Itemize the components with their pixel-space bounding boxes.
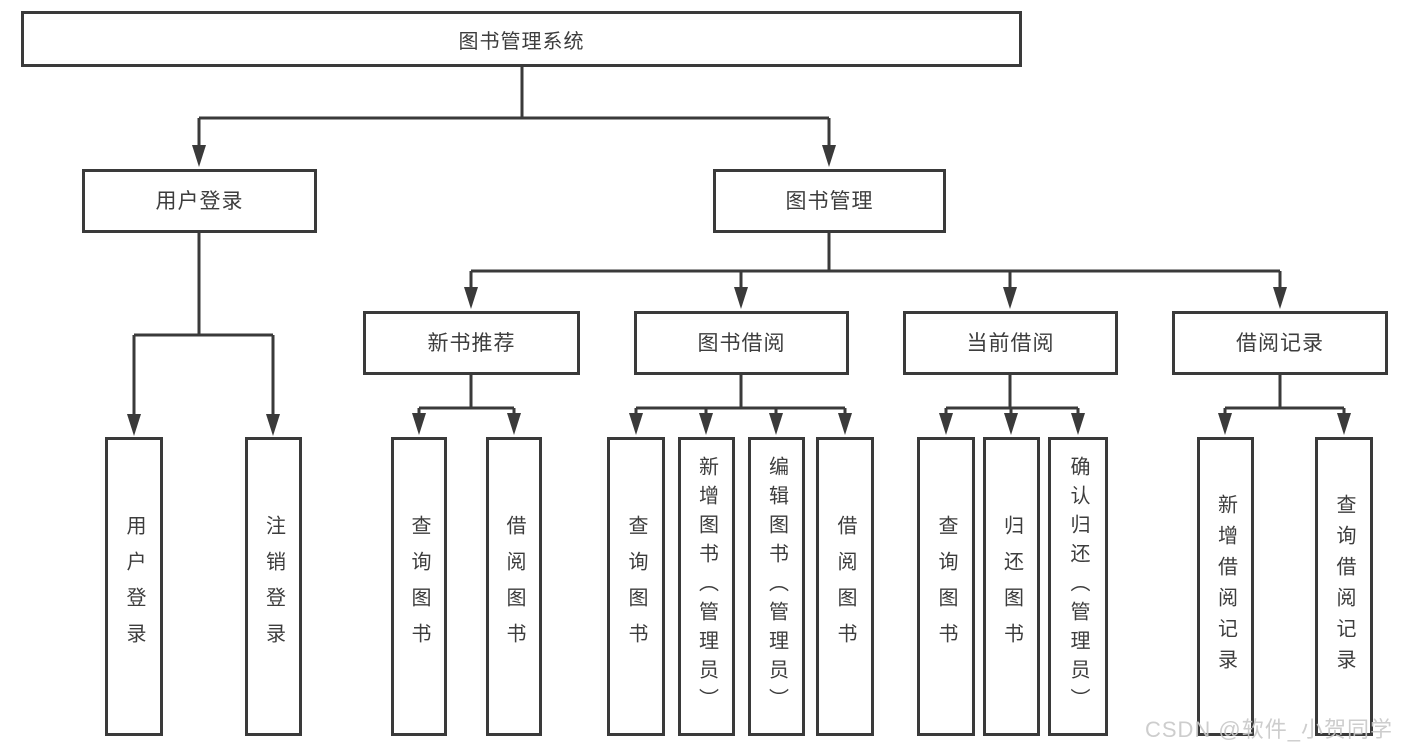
leaf-label: 借阅图书 xyxy=(503,514,525,659)
arrow-down-icon xyxy=(507,413,521,435)
leaf-search-books: 查询图书 xyxy=(391,437,447,736)
connector-borrow-records-children xyxy=(1223,375,1346,415)
arrow-down-icon xyxy=(629,413,643,435)
leaf-label: 注销登录 xyxy=(262,514,285,659)
leaf-borrow-books: 借阅图书 xyxy=(816,437,874,736)
arrow-down-icon xyxy=(1273,287,1287,309)
arrow-down-icon xyxy=(699,413,713,435)
node-label: 新书推荐 xyxy=(427,331,516,355)
leaf-logout-login: 注销登录 xyxy=(245,437,302,736)
node-label: 图书管理 xyxy=(785,189,874,213)
node-label: 当前借阅 xyxy=(966,331,1055,355)
connector-new-book-rec-children xyxy=(417,375,516,415)
leaf-user-login: 用户登录 xyxy=(105,437,163,736)
connector-user-login-children xyxy=(132,233,275,416)
connector-current-borrow-children xyxy=(944,375,1080,415)
leaf-label: 借阅图书 xyxy=(834,514,856,659)
leaf-search-books: 查询图书 xyxy=(607,437,665,736)
arrowheads xyxy=(127,145,1351,436)
arrow-down-icon xyxy=(192,145,206,167)
arrow-down-icon xyxy=(1071,413,1085,435)
arrow-down-icon xyxy=(769,413,783,435)
node-library-management-system: 图书管理系统 xyxy=(21,11,1022,67)
leaf-search-books: 查询图书 xyxy=(917,437,975,736)
arrow-down-icon xyxy=(734,287,748,309)
csdn-watermark: CSDN @软件_小贺同学 xyxy=(1144,717,1393,742)
leaf-label: 查询图书 xyxy=(408,514,430,659)
connector-book-borrow-children xyxy=(634,375,847,415)
node-user-login: 用户登录 xyxy=(82,169,317,233)
leaf-label: 新增借阅记录 xyxy=(1214,493,1237,680)
leaf-label: 确认归还（管理员） xyxy=(1067,456,1089,717)
leaf-label: 用户登录 xyxy=(123,514,145,659)
arrow-down-icon xyxy=(412,413,426,435)
leaf-label: 编辑图书（管理员） xyxy=(765,456,788,717)
node-label: 图书借阅 xyxy=(697,331,786,355)
node-label: 用户登录 xyxy=(155,189,244,213)
leaf-label: 查询借阅记录 xyxy=(1333,493,1355,680)
leaf-label: 查询图书 xyxy=(935,514,957,659)
leaf-edit-books-admin: 编辑图书（管理员） xyxy=(748,437,805,736)
arrow-down-icon xyxy=(1337,413,1351,435)
node-new-book-recommendation: 新书推荐 xyxy=(363,311,580,375)
leaf-label: 新增图书（管理员） xyxy=(695,456,718,717)
node-label: 图书管理系统 xyxy=(458,30,585,53)
leaf-label: 查询图书 xyxy=(625,514,647,659)
arrow-down-icon xyxy=(939,413,953,435)
arrow-down-icon xyxy=(1004,413,1018,435)
arrow-down-icon xyxy=(822,145,836,167)
arrow-down-icon xyxy=(464,287,478,309)
connector-book-mgmt-children xyxy=(469,233,1282,289)
node-borrowing-records: 借阅记录 xyxy=(1172,311,1388,375)
leaf-confirm-return-admin: 确认归还（管理员） xyxy=(1048,437,1108,736)
leaf-add-borrowing-record: 新增借阅记录 xyxy=(1197,437,1254,736)
node-book-management: 图书管理 xyxy=(713,169,946,233)
node-current-borrowing: 当前借阅 xyxy=(903,311,1118,375)
arrow-down-icon xyxy=(266,414,280,436)
leaf-add-books-admin: 新增图书（管理员） xyxy=(678,437,735,736)
arrow-down-icon xyxy=(838,413,852,435)
leaf-borrow-books: 借阅图书 xyxy=(486,437,542,736)
connector-root-to-branches xyxy=(197,67,831,148)
node-book-borrowing: 图书借阅 xyxy=(634,311,849,375)
arrow-down-icon xyxy=(1218,413,1232,435)
leaf-return-books: 归还图书 xyxy=(983,437,1040,736)
leaf-search-borrowing-record: 查询借阅记录 xyxy=(1315,437,1373,736)
arrow-down-icon xyxy=(1003,287,1017,309)
node-label: 借阅记录 xyxy=(1236,331,1324,355)
arrow-down-icon xyxy=(127,414,141,436)
leaf-label: 归还图书 xyxy=(1000,514,1023,659)
